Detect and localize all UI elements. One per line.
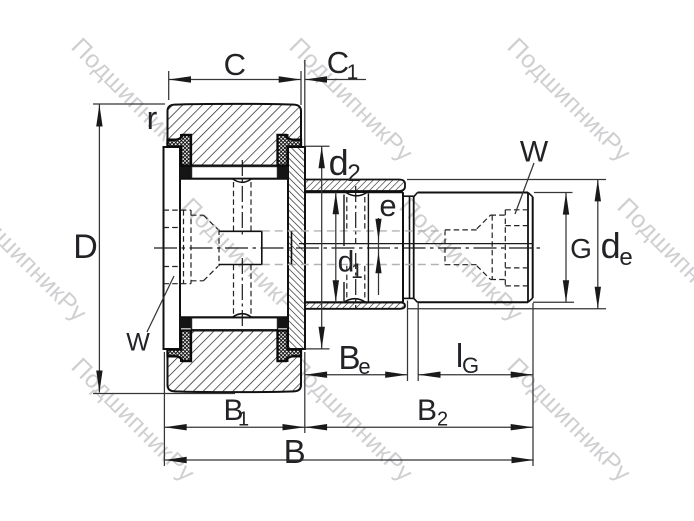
- svg-text:e: e: [619, 244, 632, 271]
- svg-text:W: W: [126, 329, 150, 357]
- svg-text:B: B: [417, 394, 437, 427]
- svg-text:C: C: [327, 45, 349, 80]
- svg-text:d: d: [601, 225, 621, 266]
- svg-text:D: D: [73, 228, 98, 266]
- svg-text:G: G: [462, 353, 479, 378]
- svg-text:W: W: [520, 136, 549, 169]
- svg-text:B: B: [223, 394, 243, 427]
- svg-text:r: r: [147, 100, 158, 136]
- svg-text:B: B: [284, 433, 306, 470]
- svg-text:2: 2: [347, 160, 360, 187]
- svg-text:e: e: [358, 354, 370, 379]
- svg-text:l: l: [456, 337, 463, 374]
- svg-text:1: 1: [347, 61, 359, 84]
- svg-text:2: 2: [437, 409, 448, 431]
- svg-text:C: C: [224, 47, 246, 82]
- svg-text:B: B: [338, 339, 360, 376]
- svg-text:G: G: [570, 233, 592, 264]
- svg-text:1: 1: [238, 409, 249, 431]
- svg-text:d: d: [329, 142, 349, 183]
- svg-text:d: d: [338, 246, 355, 279]
- svg-text:1: 1: [351, 260, 363, 283]
- svg-text:e: e: [379, 188, 396, 223]
